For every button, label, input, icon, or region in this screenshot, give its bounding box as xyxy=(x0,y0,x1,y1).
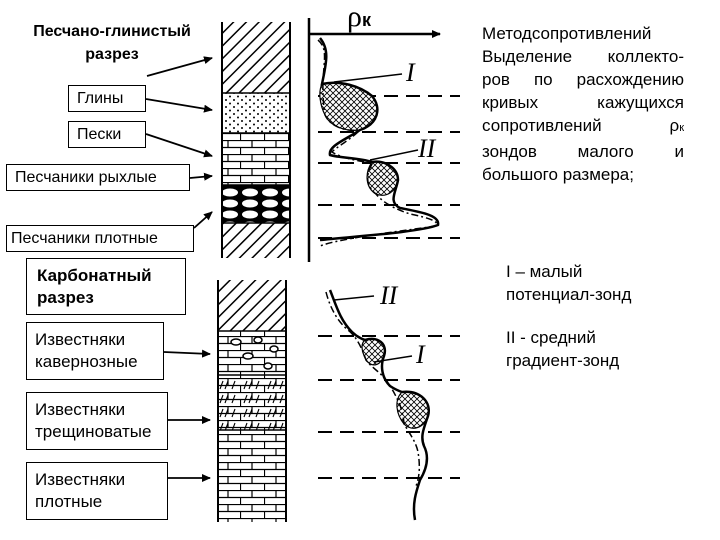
axis-label-sub: к xyxy=(361,10,371,30)
curve-label-lower-II: II xyxy=(380,281,398,310)
curve-label-lower-I: I xyxy=(416,340,425,369)
lower-boundary-lines xyxy=(318,335,460,479)
legend-item-II-line2: градиент-зонд xyxy=(506,351,620,370)
description-rho-sub: к xyxy=(679,122,684,134)
axis-label-rho: ρ xyxy=(347,0,362,33)
fractured-limestone-line2: трещиноватые xyxy=(35,422,152,441)
pointer-arrows xyxy=(145,56,213,482)
curve-I-lower xyxy=(328,289,431,521)
legend-item-I: I – малый потенциал-зонд xyxy=(506,260,631,306)
description-line1: Методсопротивлений xyxy=(482,24,652,43)
curve-label-upper-II: II xyxy=(418,134,436,163)
layer-label-loose-sandstone: Песчаники рыхлые xyxy=(6,164,190,191)
carbonate-section-title-line2: разрез xyxy=(37,288,94,307)
curve-label-upper-I: I xyxy=(406,58,415,87)
legend-item-II-line1: II - средний xyxy=(506,328,596,347)
divergence-area-upper-1 xyxy=(319,82,378,131)
layer-label-cavernous-limestone: Известняки кавернозные xyxy=(26,322,164,380)
carbonate-section-title-line1: Карбонатный xyxy=(37,266,152,285)
description-line4: кривых кажущихся xyxy=(482,93,684,112)
cavernous-limestone-line2: кавернозные xyxy=(35,352,138,371)
description-line2: Выделение коллекто- xyxy=(482,47,684,66)
resistivity-axis-label: ρк xyxy=(347,2,371,35)
cavernous-limestone-line1: Известняки xyxy=(35,330,126,349)
dense-limestone-line1: Известняки xyxy=(35,470,126,489)
dense-limestone-line2: плотные xyxy=(35,492,103,511)
layer-label-dense-limestone: Известняки плотные xyxy=(26,462,168,520)
clastic-section-title-line2: разрез xyxy=(85,46,139,63)
description-line5-symbol: ρк xyxy=(670,116,684,135)
clastic-section-column xyxy=(221,22,291,258)
curve-II-upper xyxy=(317,39,438,247)
clastic-section-title: Песчано-глинистый разрез xyxy=(12,22,212,64)
layer-label-dense-sandstone: Песчаники плотные xyxy=(6,225,194,252)
layer-label-sand: Пески xyxy=(68,121,146,148)
divergence-area-upper-2 xyxy=(366,161,399,196)
description-rho: ρ xyxy=(669,116,680,135)
curve-II-lower xyxy=(325,291,421,487)
legend-item-I-line2: потенциал-зонд xyxy=(506,285,632,304)
legend-item-I-line1: I – малый xyxy=(506,262,583,281)
clastic-section-title-line1: Песчано-глинистый xyxy=(33,23,191,40)
carbonate-section-column xyxy=(217,280,287,522)
description-line3: ров по расхождению xyxy=(482,70,684,89)
method-description: Методсопротивлений Выделение коллекто- р… xyxy=(482,22,684,186)
description-line6: зондов малого и xyxy=(482,142,684,161)
description-line5: сопротивлений ρк xyxy=(482,114,684,140)
description-line5-text: сопротивлений xyxy=(482,116,602,135)
layer-label-clay: Глины xyxy=(68,85,146,112)
layer-label-fractured-limestone: Известняки трещиноватые xyxy=(26,392,168,450)
description-line7: большого размера; xyxy=(482,165,634,184)
carbonate-section-title: Карбонатный разрез xyxy=(26,258,186,315)
legend-item-II: II - средний градиент-зонд xyxy=(506,326,619,372)
fractured-limestone-line1: Известняки xyxy=(35,400,126,419)
curve-I-upper xyxy=(318,37,440,242)
